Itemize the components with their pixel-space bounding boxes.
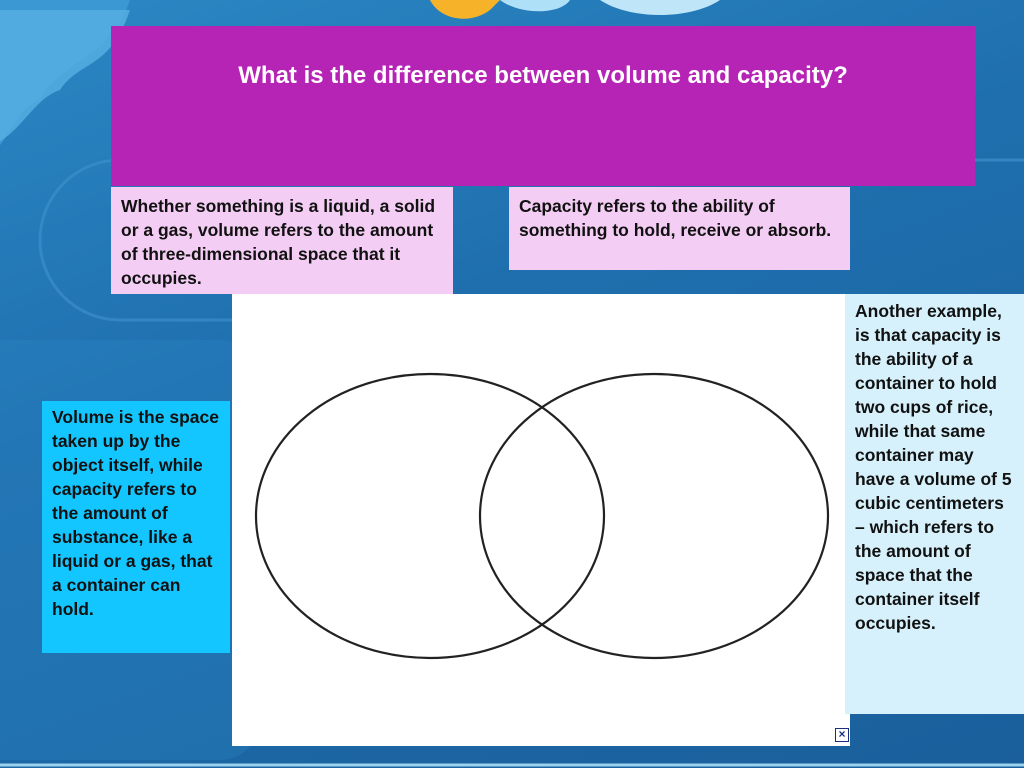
capacity-definition-note: Capacity refers to the ability of someth… (509, 187, 850, 270)
venn-diagram (254, 372, 830, 660)
slide-title: What is the difference between volume an… (111, 26, 975, 186)
venn-diagram-panel (232, 294, 850, 746)
volume-vs-capacity-note: Volume is the space taken up by the obje… (42, 401, 230, 653)
example-note: Another example, is that capacity is the… (845, 294, 1024, 714)
volume-definition-note: Whether something is a liquid, a solid o… (111, 187, 453, 294)
venn-circle-left (254, 372, 606, 660)
venn-circle-right (478, 372, 830, 660)
close-button[interactable]: × (835, 728, 849, 742)
